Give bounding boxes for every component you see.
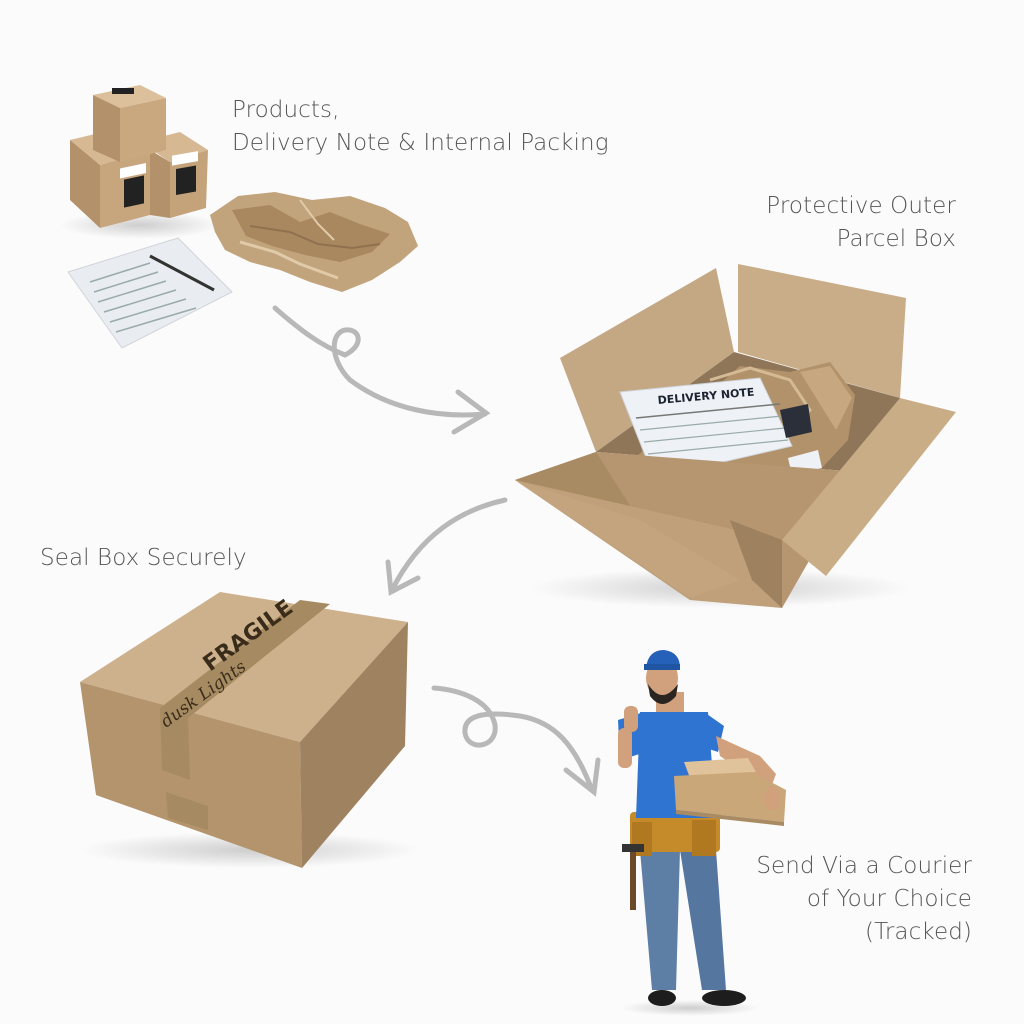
caption-products-line-1: Products,: [232, 97, 340, 123]
delivery-note-sheet: [67, 237, 233, 349]
sealed-box: [80, 592, 420, 868]
caption-courier-line-2: of Your Choice: [806, 886, 972, 912]
crumpled-kraft-paper: [210, 192, 418, 292]
caption-courier: Send Via a Courier of Your Choice (Track…: [756, 850, 972, 949]
arrow-step3-to-step4: [431, 685, 601, 797]
caption-products-line-2: Delivery Note & Internal Packing: [232, 130, 609, 156]
arrow-step1-to-step2: [272, 305, 491, 435]
caption-outer-box: Protective Outer Parcel Box: [766, 190, 956, 256]
caption-outer-box-line-2: Parcel Box: [836, 226, 956, 252]
caption-courier-line-1: Send Via a Courier: [756, 853, 972, 879]
caption-products: Products, Delivery Note & Internal Packi…: [232, 94, 609, 160]
open-outer-box: [515, 264, 956, 608]
small-boxes-stack: [60, 85, 220, 239]
caption-courier-line-3: (Tracked): [865, 919, 972, 945]
arrow-step2-to-step3: [385, 497, 508, 596]
courier-figure: [618, 650, 786, 1016]
caption-outer-box-line-1: Protective Outer: [766, 193, 956, 219]
caption-seal-line-1: Seal Box Securely: [40, 545, 247, 571]
caption-seal: Seal Box Securely: [40, 542, 247, 575]
